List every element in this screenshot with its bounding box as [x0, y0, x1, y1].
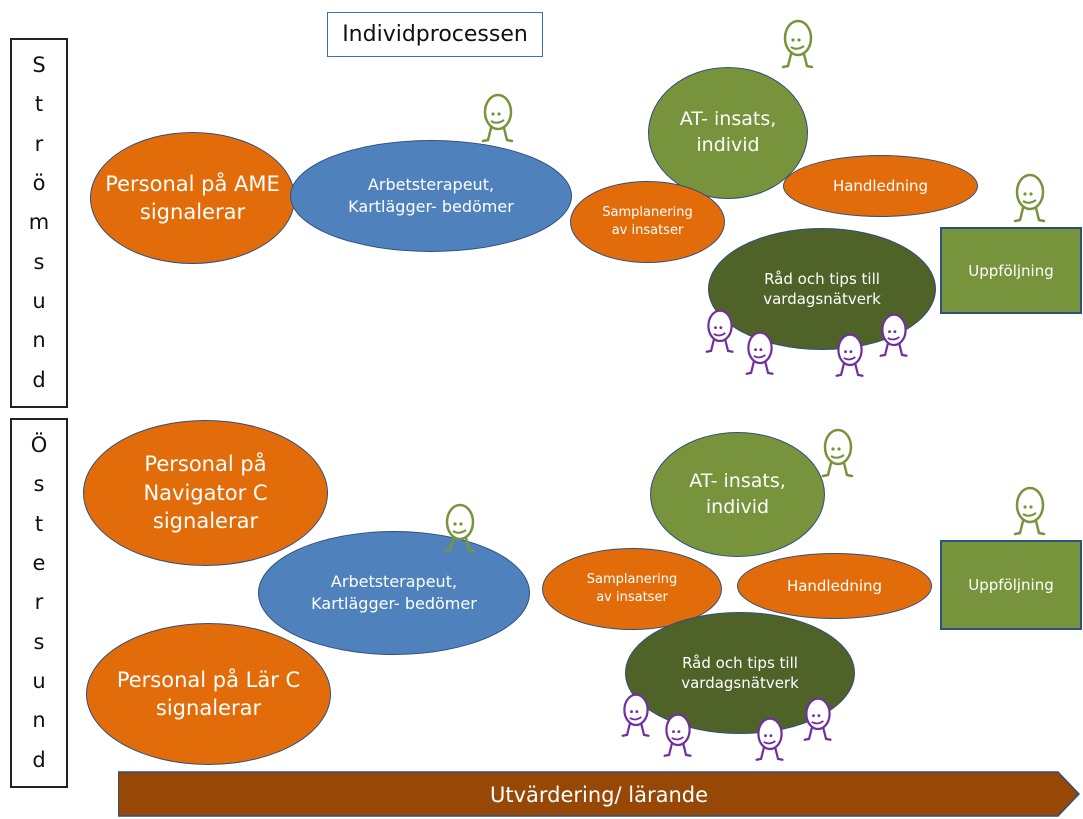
node-text: Arbetsterapeut, [330, 572, 458, 592]
node-text: Navigator C [143, 480, 268, 505]
person-figure-purple-icon [800, 696, 836, 746]
node-rad-tips-bottom: Råd och tips till vardagsnätverk [625, 612, 855, 734]
node-text: Råd och tips till [682, 653, 798, 672]
node-personal-lar: Personal på Lär C signalerar [86, 623, 331, 765]
person-figure-green-icon [440, 502, 480, 558]
side-letter: u [32, 669, 46, 694]
side-letter: e [32, 551, 46, 576]
side-letter: s [33, 472, 45, 497]
side-letter: r [34, 131, 44, 156]
node-text: individ [705, 495, 770, 518]
node-arbetsterapeut-top: Arbetsterapeut, Kartlägger- bedömer [290, 140, 572, 252]
person-figure-green-icon [1010, 172, 1050, 228]
node-text: Uppföljning [968, 261, 1054, 280]
side-letter: m [28, 210, 50, 235]
node-rad-tips-top: Råd och tips till vardagsnätverk [708, 228, 936, 350]
arrow-label: Utvärdering/ lärande [490, 783, 708, 807]
node-personal-navigator: Personal på Navigator C signalerar [83, 420, 328, 566]
node-arbetsterapeut-bottom: Arbetsterapeut, Kartlägger- bedömer [258, 531, 530, 655]
person-figure-green-icon [818, 427, 858, 483]
side-letter: n [32, 328, 46, 353]
side-letter: s [33, 629, 45, 654]
side-label-ostersund: Ö s t e r s u n d [10, 418, 68, 788]
node-text: Uppföljning [968, 576, 1054, 594]
node-handledning-bottom: Handledning [737, 553, 932, 619]
side-letter: u [32, 289, 46, 314]
node-text: av insatser [611, 223, 684, 238]
node-text: Samplanering [602, 205, 693, 221]
node-text: Handledning [832, 176, 929, 195]
side-letter: t [34, 511, 44, 536]
node-text: Kartlägger- bedömer [348, 197, 514, 216]
person-figure-purple-icon [876, 312, 912, 362]
node-text: signalerar [152, 509, 259, 534]
node-text: Personal på Lär C [116, 667, 301, 692]
side-letter: n [32, 708, 46, 733]
side-letter: d [32, 367, 46, 392]
person-figure-green-icon [478, 92, 518, 148]
node-text: Arbetsterapeut, [367, 175, 495, 195]
node-text: Handledning [786, 576, 883, 595]
side-letter: S [32, 53, 46, 78]
node-uppfoljning-bottom: Uppföljning [940, 540, 1082, 630]
side-label-stromsund: S t r ö m s u n d [10, 38, 68, 408]
node-personal-ame: Personal på AME signalerar [90, 132, 295, 264]
person-figure-purple-icon [832, 332, 868, 382]
side-letter: ö [32, 171, 46, 196]
node-at-insats-top: AT- insats, individ [648, 67, 808, 199]
person-figure-purple-icon [618, 692, 654, 742]
node-at-insats-bottom: AT- insats, individ [650, 432, 825, 557]
page-title: Individprocessen [327, 12, 543, 57]
node-uppfoljning-top: Uppföljning [940, 227, 1082, 314]
node-text: av insatser [596, 590, 668, 605]
node-text: AT- insats, [689, 469, 786, 492]
node-text: individ [696, 134, 760, 156]
evaluation-arrow: Utvärdering/ lärande [118, 771, 1080, 817]
node-handledning-top: Handledning [783, 155, 978, 217]
node-text: Råd och tips till [764, 269, 880, 288]
node-samplanering-top: Samplanering av insatser [570, 181, 725, 263]
node-text: Personal på AME signalerar [105, 171, 280, 224]
side-letter: s [33, 249, 45, 274]
node-text: vardagsnätverk [763, 290, 881, 308]
person-figure-green-icon [1010, 485, 1050, 541]
side-letter: r [34, 590, 44, 615]
node-text: Personal på [144, 452, 267, 477]
person-figure-purple-icon [752, 716, 788, 766]
side-letter: d [32, 747, 46, 772]
node-text: Samplanering [586, 572, 678, 588]
node-text: AT- insats, [679, 108, 777, 131]
node-text: vardagsnätverk [681, 674, 799, 692]
person-figure-purple-icon [660, 712, 696, 762]
side-letter: Ö [30, 433, 48, 458]
side-letter: t [34, 92, 44, 117]
person-figure-purple-icon [742, 330, 778, 380]
node-text: Kartlägger- bedömer [311, 594, 477, 613]
person-figure-green-icon [778, 18, 818, 74]
person-figure-purple-icon [702, 308, 738, 358]
node-text: signalerar [155, 696, 262, 720]
